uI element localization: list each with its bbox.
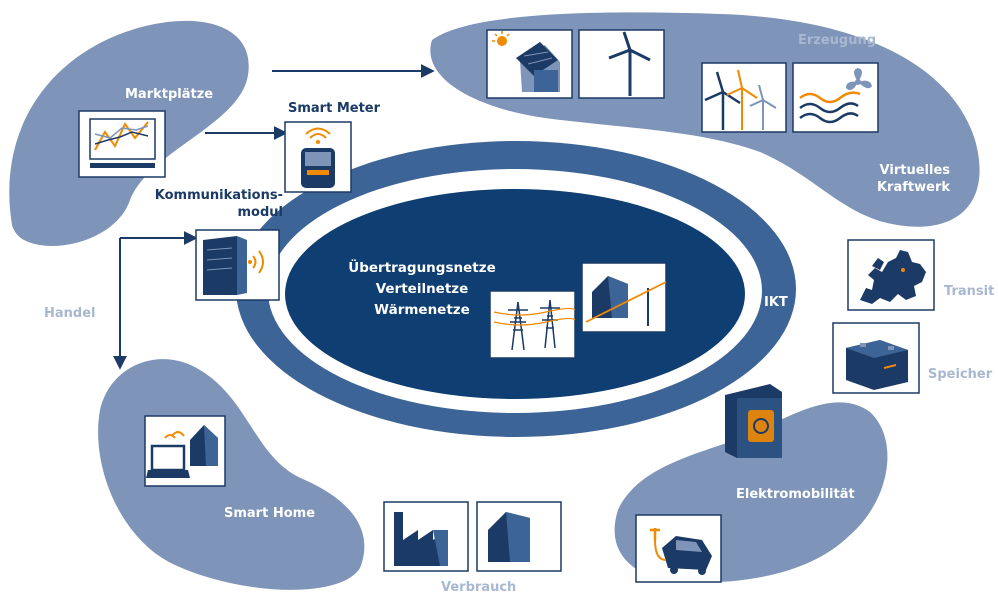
electric-car-icon <box>635 514 722 583</box>
virtuelles-line1: Virtuelles <box>879 163 950 178</box>
house-icon <box>476 501 562 572</box>
europe-map-icon <box>847 239 935 311</box>
wind-farm-icon <box>701 62 787 133</box>
virtuelles-line2: Kraftwerk <box>876 180 950 195</box>
smart-meter-icon <box>284 121 352 193</box>
smart-home-laptop-icon <box>144 415 226 487</box>
server-module-icon <box>195 229 280 301</box>
verteilnetze-label: Verteilnetze <box>375 281 469 297</box>
waermenetze-label: Wärmenetze <box>374 302 470 318</box>
battery-storage-icon <box>832 322 920 394</box>
virtuelles-kraftwerk-label: Virtuelles Kraftwerk <box>877 162 950 196</box>
elektromobilitaet-label: Elektromobilität <box>736 487 855 502</box>
kommunikationsmodul-label: Kommunikations- modul <box>155 187 283 221</box>
solar-house-icon <box>486 29 573 99</box>
grid-core-labels: Übertragungsnetze Verteilnetze Wärmenetz… <box>332 258 512 321</box>
erzeugung-label: Erzeugung <box>798 33 877 48</box>
handel-label: Handel <box>44 306 96 321</box>
house-powerline-icon <box>581 262 667 333</box>
transit-label: Transit <box>944 284 995 299</box>
kommunikationsmodul-line2: modul <box>237 205 284 220</box>
uebertragungsnetze-label: Übertragungsnetze <box>348 260 496 276</box>
wind-turbine-icon <box>578 29 665 99</box>
smart-meter-label: Smart Meter <box>288 101 381 116</box>
ikt-label: IKT <box>764 295 788 310</box>
market-chart-icon <box>78 110 166 178</box>
kommunikationsmodul-line1: Kommunikations- <box>154 188 283 203</box>
connection-arrows <box>113 64 435 370</box>
marktplaetze-label: Marktplätze <box>125 87 214 102</box>
smart-home-label: Smart Home <box>224 506 316 521</box>
heat-fan-icon <box>792 62 879 133</box>
power-pylons-icon <box>489 290 576 359</box>
verbrauch-label: Verbrauch <box>441 580 517 595</box>
charging-station-icon <box>725 384 782 458</box>
speicher-label: Speicher <box>928 367 993 382</box>
factory-icon <box>383 501 469 572</box>
